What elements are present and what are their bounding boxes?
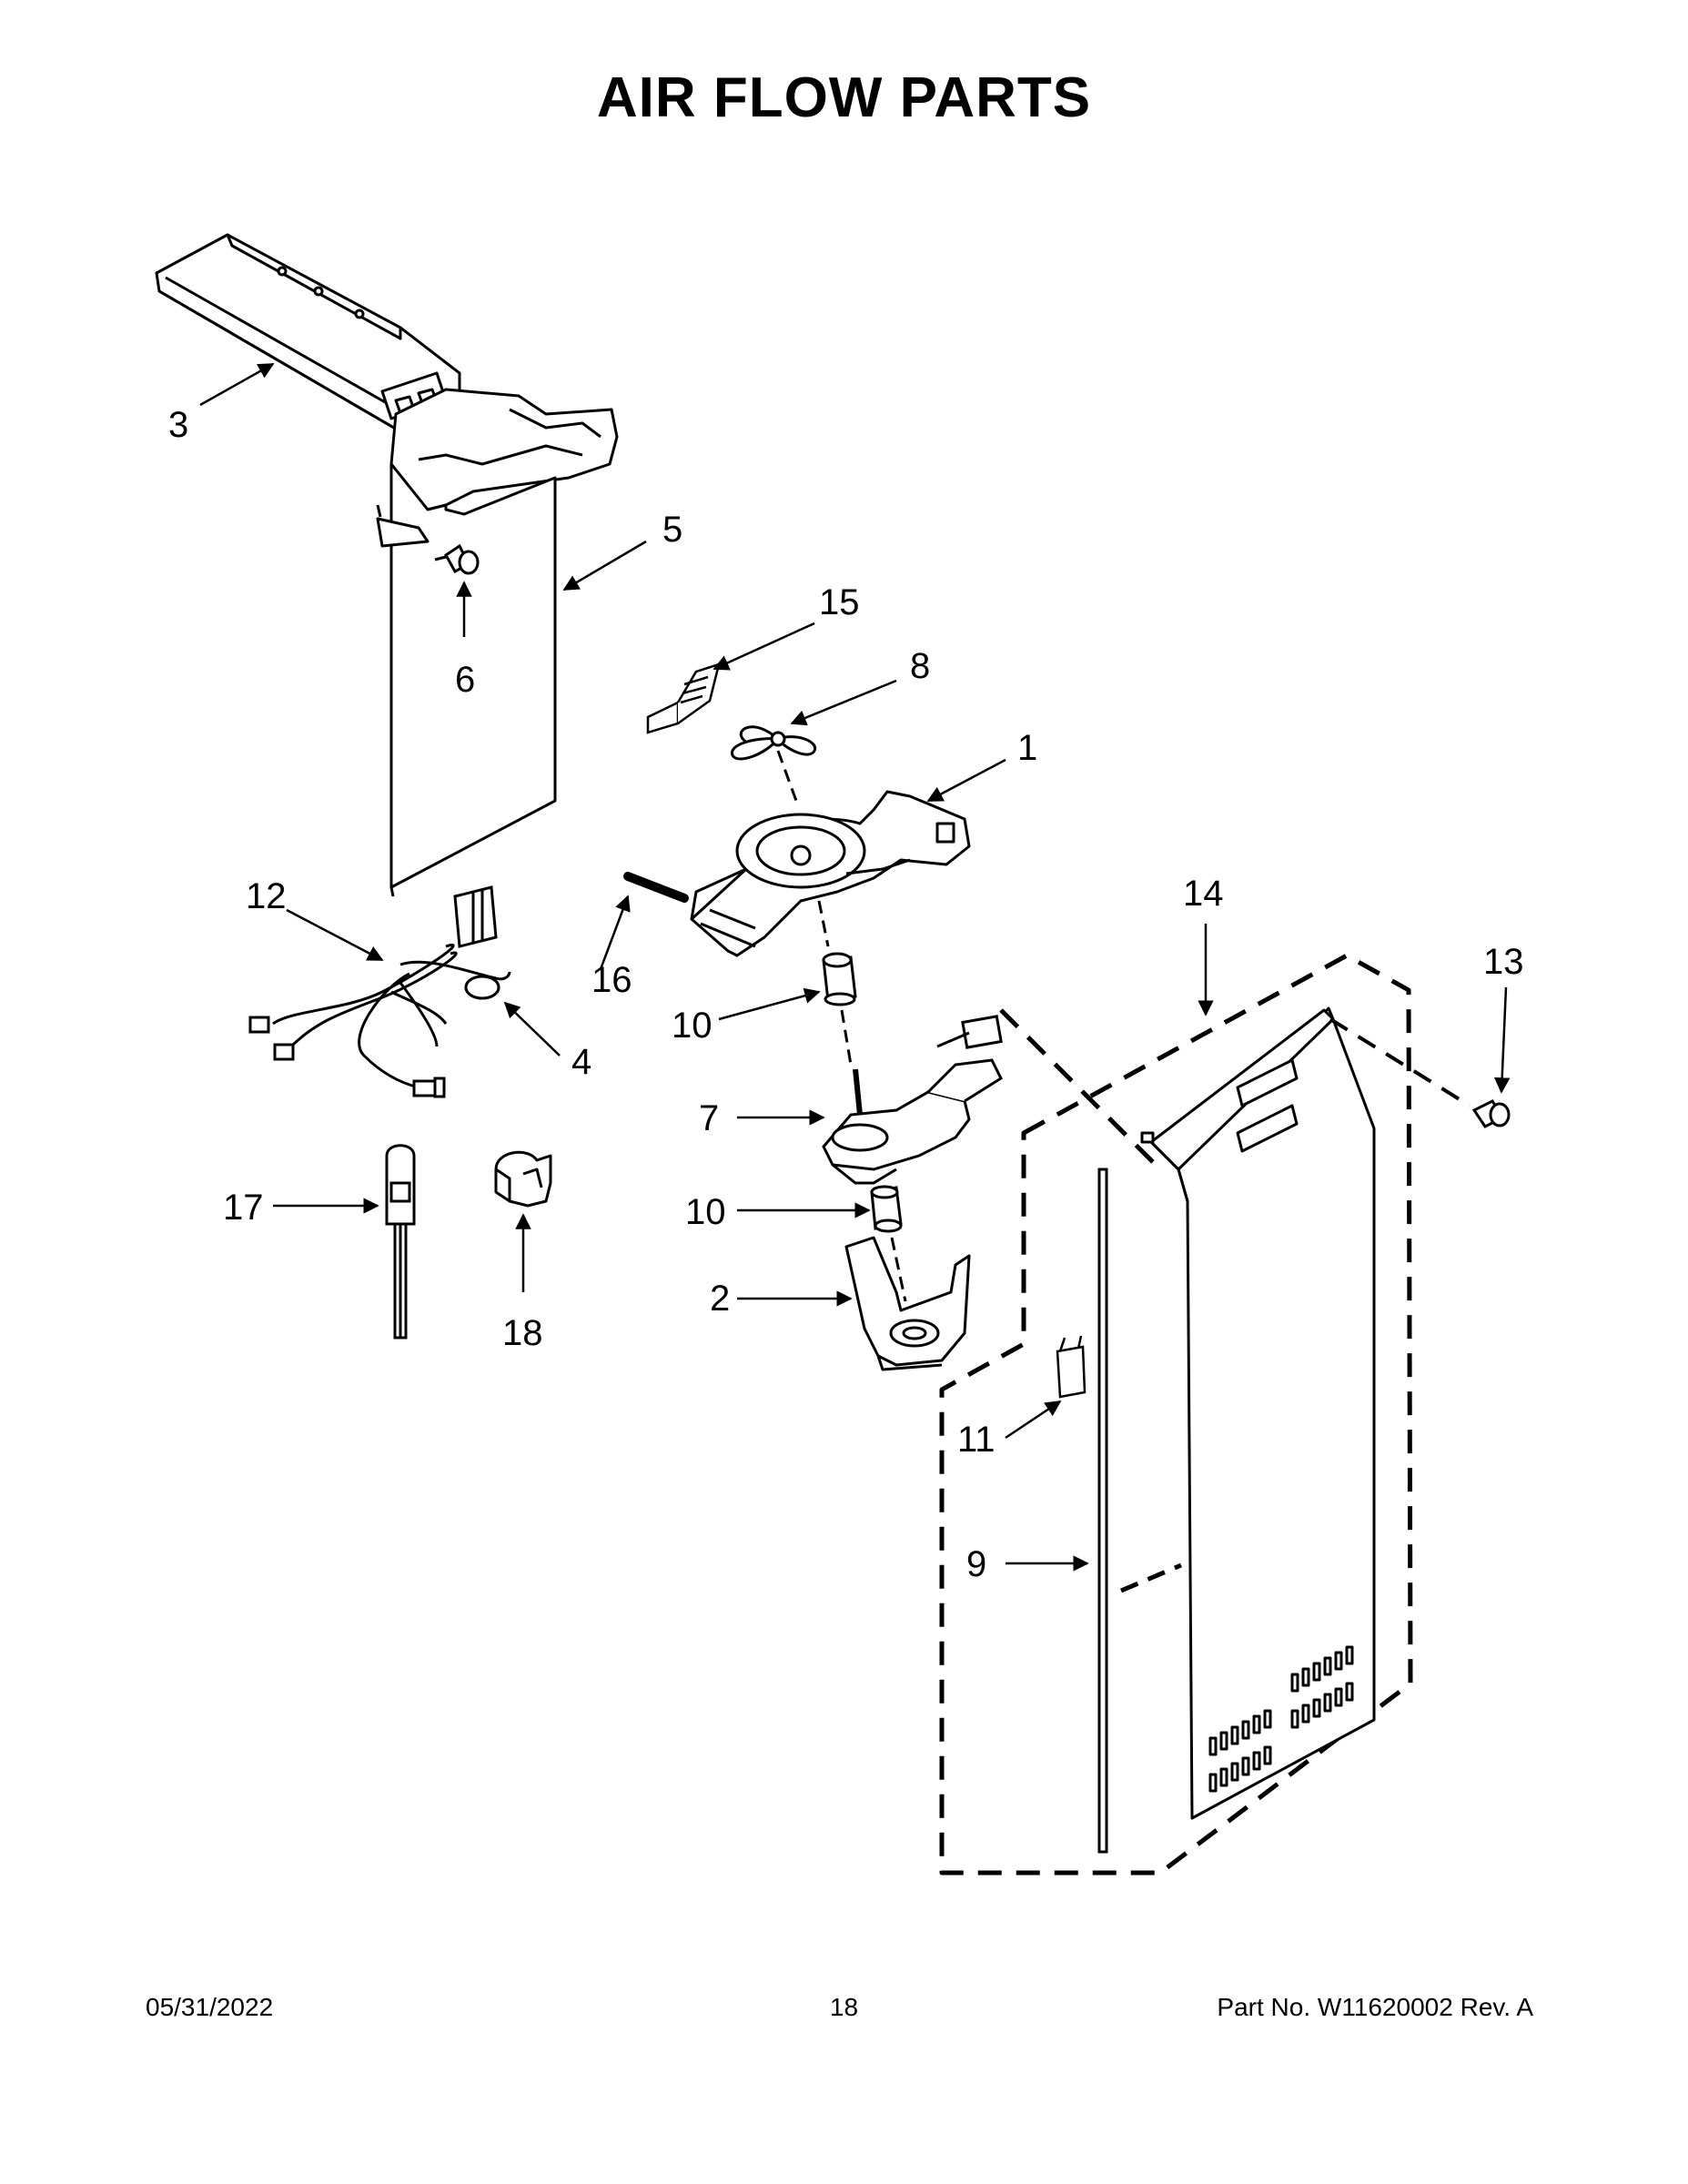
part-10-grommet-upper: [817, 900, 857, 1066]
callout-16: 16: [591, 960, 632, 1000]
part-2-motor-bracket: [844, 1236, 971, 1371]
leader-arrows: [199, 362, 1511, 1572]
callout-10-upper: 10: [672, 1006, 713, 1046]
callout-12: 12: [246, 876, 287, 916]
arrow-11: [1005, 1400, 1062, 1440]
part-17-thermistor: [385, 1144, 416, 1340]
arrow-10-upper: [718, 987, 821, 1021]
part-6-screw: [434, 543, 480, 575]
callout-15: 15: [819, 582, 860, 622]
callout-7: 7: [699, 1098, 719, 1138]
callout-numbers: 3 5 6 15 8 1 14 13 12 16 10 4 7 10 2 17 …: [168, 405, 1524, 1584]
part-12-wire-harness: [248, 885, 511, 1098]
part-14-rear-panel: [1140, 1006, 1376, 1820]
part-1-fan-housing: [690, 790, 971, 957]
assembly-leader-line: [999, 1008, 1157, 1167]
footer-date: 05/31/2022: [146, 1993, 274, 2021]
part-5-evaporator-cover: [376, 388, 619, 897]
callout-2: 2: [710, 1279, 730, 1319]
callout-10-lower: 10: [685, 1192, 726, 1232]
part-7-fan-motor: [822, 1015, 1003, 1202]
callout-3: 3: [168, 405, 188, 445]
part-13-screw: [1329, 1017, 1511, 1128]
callout-4: 4: [571, 1042, 591, 1082]
callout-18: 18: [502, 1313, 543, 1353]
part-9-gasket: [1097, 1168, 1182, 1854]
arrow-15: [713, 622, 815, 671]
arrow-1: [926, 758, 1006, 803]
footer-part-number: Part No. W11620002 Rev. A: [1217, 1993, 1533, 2021]
part-10-grommet-lower: [870, 1185, 907, 1302]
arrow-5: [562, 540, 647, 592]
page-title: AIR FLOW PARTS: [596, 66, 1092, 129]
arrow-16: [599, 895, 631, 970]
callout-13: 13: [1483, 942, 1524, 982]
callout-17: 17: [223, 1188, 264, 1228]
part-15-bracket: [646, 662, 721, 734]
arrow-8: [790, 679, 897, 726]
part-16-rod: [623, 872, 689, 903]
arrow-3: [199, 362, 275, 407]
callout-9: 9: [966, 1544, 986, 1584]
callout-5: 5: [662, 510, 682, 550]
part-14-rear-panel-assembly: [939, 953, 1413, 1876]
part-4-grommet: [464, 975, 500, 1000]
arrow-4: [503, 1001, 561, 1057]
callout-6: 6: [455, 660, 475, 700]
arrow-13: [1493, 986, 1511, 1094]
footer-page-number: 18: [829, 1993, 859, 2021]
callout-8: 8: [910, 646, 930, 686]
part-11-clip: [1056, 1335, 1087, 1399]
callout-11: 11: [957, 1420, 996, 1460]
vent-slots: [1208, 1645, 1354, 1793]
part-8-fan-blade: [731, 725, 817, 802]
callout-1: 1: [1017, 728, 1037, 768]
part-18-clip: [494, 1150, 552, 1208]
arrow-12: [286, 908, 384, 962]
callout-14: 14: [1183, 874, 1224, 914]
